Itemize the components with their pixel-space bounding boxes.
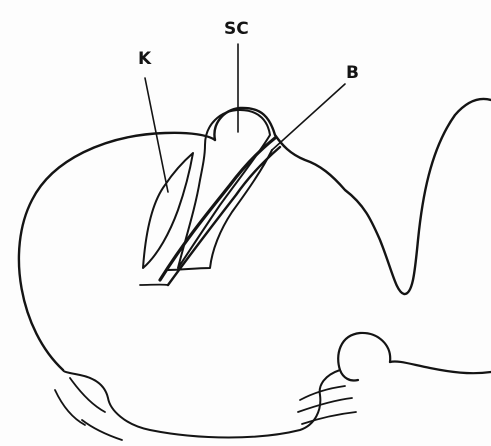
body-bottom-edge — [390, 361, 491, 373]
fold-line-4 — [55, 390, 85, 425]
sc-lower-body — [168, 150, 272, 270]
label-sc: SC — [224, 19, 249, 39]
label-k: K — [138, 49, 152, 69]
body-outline — [19, 99, 491, 370]
lower-fold-outline — [63, 370, 340, 438]
k-structure — [143, 153, 193, 268]
fold-line-2 — [298, 398, 352, 412]
b-leader-line — [272, 84, 345, 150]
fold-line-1 — [300, 386, 345, 400]
bottom-right-lobe — [338, 333, 390, 381]
fold-line-3 — [302, 412, 356, 424]
label-b: B — [346, 63, 359, 83]
fold-line-6 — [82, 420, 122, 440]
